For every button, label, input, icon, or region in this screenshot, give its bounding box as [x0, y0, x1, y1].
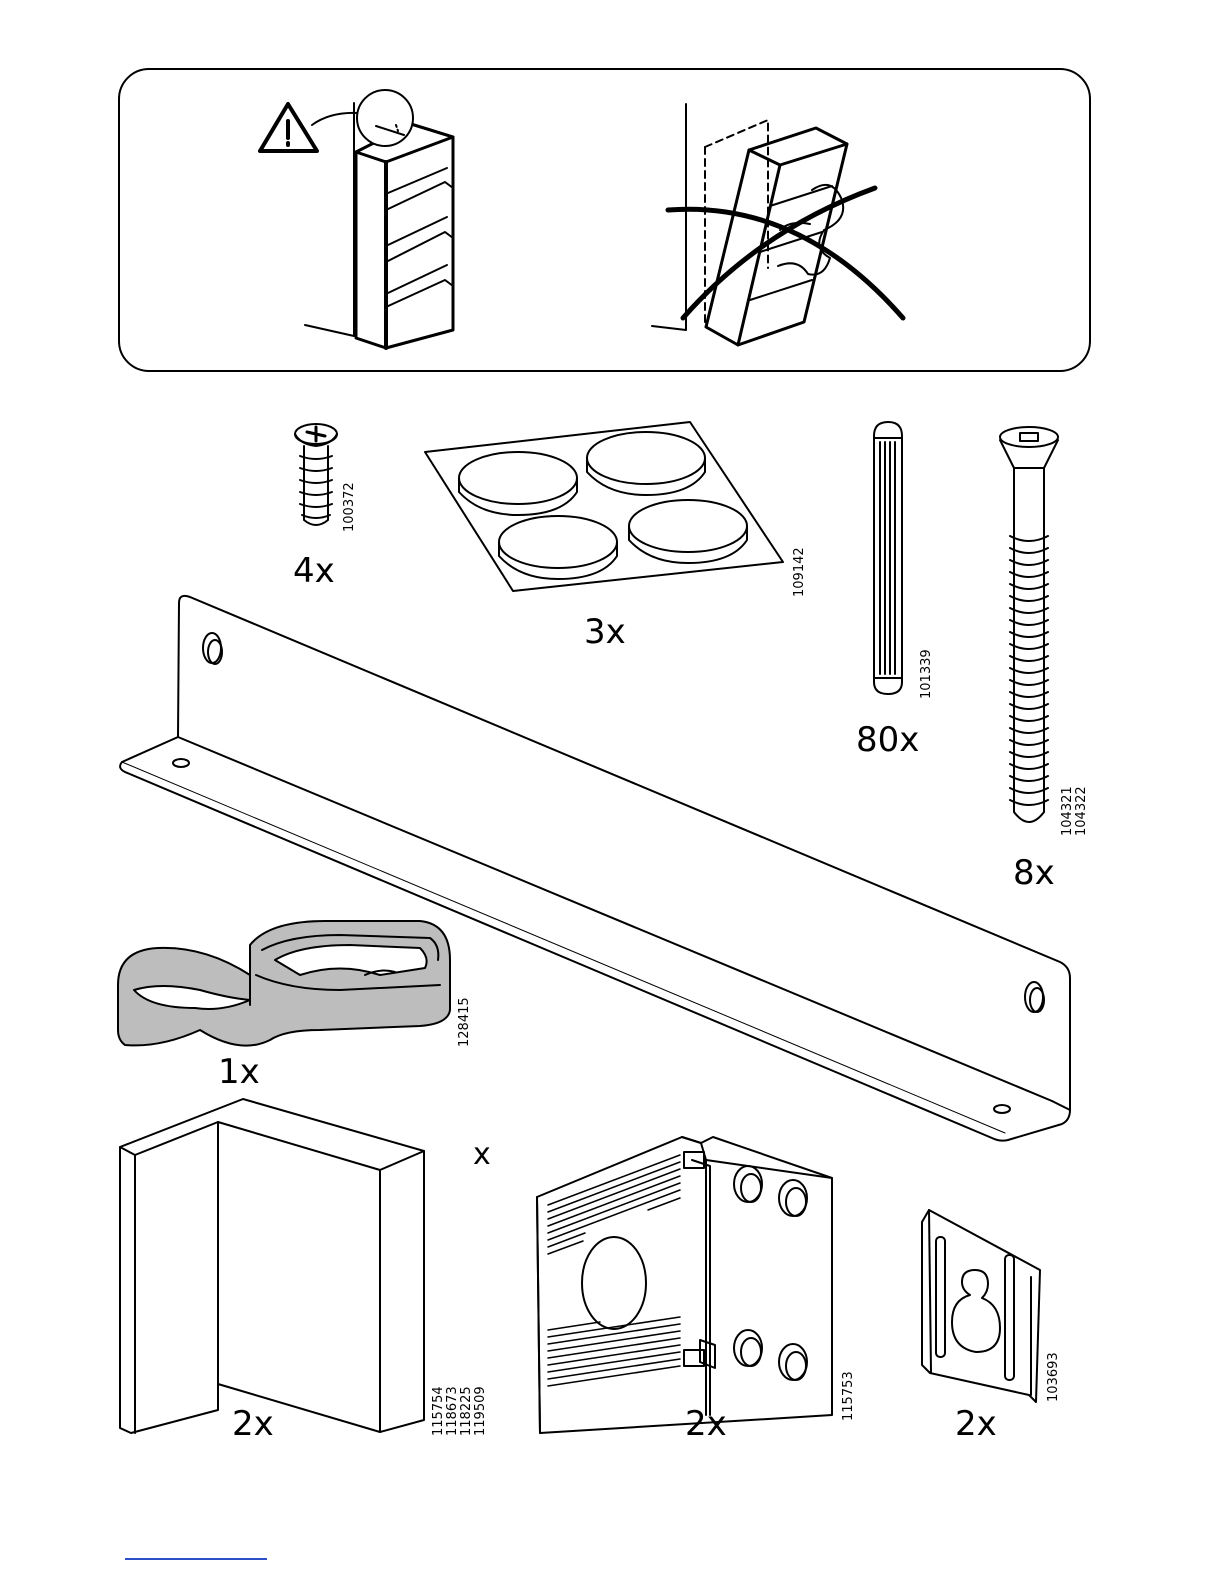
hinge-plate-drawing: [537, 1137, 832, 1433]
felt-pad: [459, 452, 577, 515]
quantity-felt-pads: 3x: [584, 615, 626, 649]
part-number-corner-panel: 115754 118673 118225 119509: [432, 1386, 488, 1436]
quantity-dowel: 80x: [856, 723, 919, 757]
part-number-hinge-plate: 115753: [842, 1371, 856, 1421]
part-number-small-screw: 100372: [343, 482, 357, 532]
prohibited-icon: [668, 188, 903, 318]
safety-strap-drawing: [118, 921, 450, 1046]
quantity-safety-strap: 1x: [218, 1055, 260, 1089]
quantity-hinge-plate: 2x: [685, 1407, 727, 1441]
bookcase-anchored-illustration: [305, 90, 453, 348]
small-screw-drawing: [295, 424, 337, 525]
part-number-long-screw: 104321 104322: [1061, 786, 1089, 836]
felt-pad: [499, 516, 617, 579]
quantity-corner-panel: 2x: [232, 1407, 274, 1441]
cross-mark: x: [473, 1140, 491, 1170]
quantity-small-screw: 4x: [293, 554, 335, 588]
safety-panel: [119, 69, 1090, 371]
part-number-safety-strap: 128415: [458, 997, 472, 1047]
hanger-plate-drawing: [922, 1210, 1040, 1402]
warning-icon: [260, 104, 317, 151]
part-number-felt-pads: 109142: [793, 547, 807, 597]
footer-rule: [125, 1558, 267, 1560]
felt-pad: [629, 500, 747, 563]
long-screw-thread: [1010, 536, 1048, 805]
quantity-hanger-plate: 2x: [955, 1407, 997, 1441]
quantity-long-screw: 8x: [1013, 856, 1055, 890]
felt-pad: [587, 432, 705, 495]
bookcase-tipping-illustration: [652, 104, 847, 345]
part-number-hanger-plate: 103693: [1047, 1352, 1061, 1402]
part-number-dowel: 101339: [920, 649, 934, 699]
corner-panel-drawing: [120, 1099, 424, 1433]
felt-pads-drawing: [425, 422, 783, 591]
dowel-drawing: [874, 422, 902, 694]
